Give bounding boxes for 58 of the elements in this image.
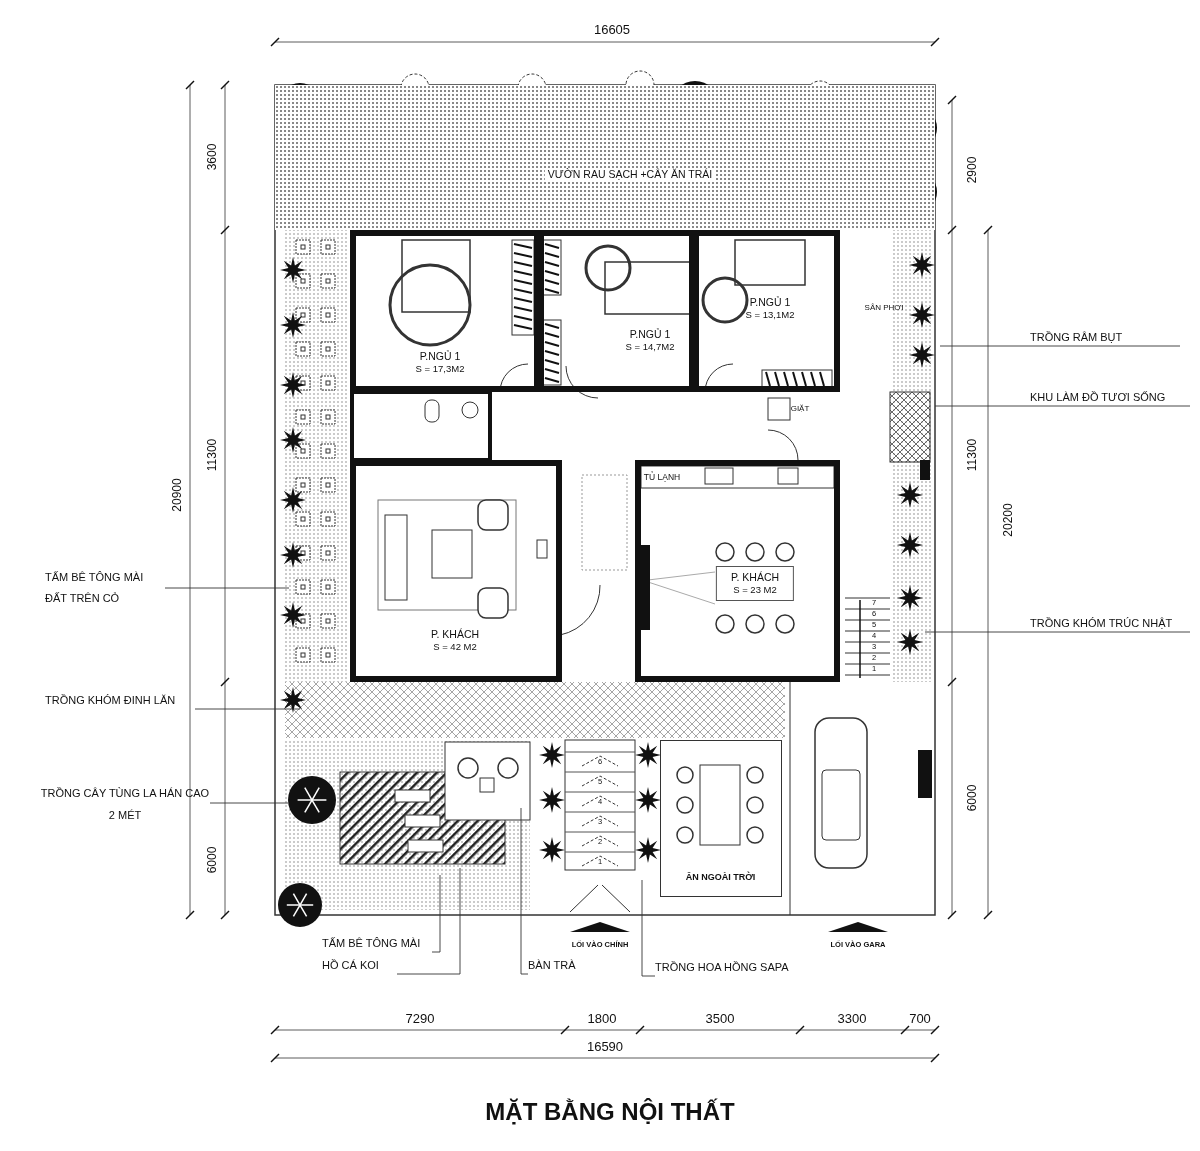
callout-text: HỒ CÁ KOI [322, 958, 380, 973]
callout-text: TẤM BÊ TÔNG MÀI [322, 936, 422, 951]
dimension-text: 11300 [204, 438, 220, 472]
room-name: P. KHÁCH [430, 628, 480, 642]
area-name: GIẶT [790, 404, 810, 414]
dimension-text: 16590 [586, 1038, 624, 1056]
dimension-text: 20900 [169, 478, 185, 512]
leader-line [939, 345, 1181, 347]
room-outline [635, 460, 840, 682]
dimension-text: 16605 [593, 21, 631, 39]
dimension-text: 20200 [1000, 503, 1016, 537]
leader-line [924, 631, 1191, 633]
leader-line [164, 587, 290, 589]
dimension-text: 6000 [204, 846, 220, 874]
dimension-text: 6000 [964, 784, 980, 812]
leader-line [194, 708, 301, 710]
area-name: VƯỜN RAU SẠCH +CÂY ĂN TRÁI [544, 168, 716, 182]
room-area: S = 23 M2 [730, 584, 780, 596]
callout-text: TRỒNG KHÓM TRÚC NHẬT [1030, 616, 1174, 631]
appliance-label: TỦ LẠNH [643, 471, 681, 483]
callout-text: TRỒNG HOA HỒNG SAPA [655, 960, 790, 975]
leader-line [641, 879, 656, 977]
area-name: ĂN NGOÀI TRỜI [685, 871, 756, 883]
callout-text: TẤM BÊ TÔNG MÀI ĐẤT TRÊN CỎ [45, 570, 145, 606]
plan-title: MẶT BẰNG NỘI THẤT [485, 1097, 735, 1127]
dimension-text: 2900 [964, 156, 980, 184]
room-outline [538, 230, 695, 392]
area-name: SÂN PHƠI [864, 303, 904, 313]
room-name: P.NGỦ 1 [628, 328, 672, 342]
dimension-text: 3300 [837, 1010, 867, 1028]
dimension-text: 7290 [405, 1010, 435, 1028]
room-area: S = 17,3M2 [415, 363, 465, 375]
room-area: S = 14,7M2 [625, 341, 675, 353]
room-name: P.NGỦ 1 [418, 350, 462, 364]
room-name: P. KHÁCH [730, 571, 780, 585]
callout-text: TRỒNG KHÓM ĐINH LĂN [45, 693, 177, 708]
leader-line [431, 874, 441, 953]
dimension-text: 3600 [204, 143, 220, 171]
callout-text: KHU LÀM ĐỒ TƯƠI SỐNG [1030, 390, 1167, 405]
dimension-text: 1800 [587, 1010, 617, 1028]
room-name: P.NGỦ 1 [748, 296, 792, 310]
garden-area [275, 85, 935, 230]
room-area: S = 13,1M2 [745, 309, 795, 321]
dimension-text: 700 [909, 1010, 931, 1028]
room-outline [350, 230, 540, 392]
callout-text: TRỒNG CÂY TÙNG LA HÁN CAO 2 MÉT [40, 786, 210, 823]
leader-line [396, 867, 461, 975]
dimension-text: 3500 [705, 1010, 735, 1028]
dimension-text: 11300 [964, 438, 980, 472]
room-area: S = 42 M2 [430, 641, 480, 653]
leader-line [520, 807, 529, 975]
leader-line [934, 405, 1191, 407]
room-outline [350, 460, 562, 682]
dining-area-outline [660, 740, 782, 897]
room-outline [693, 230, 840, 392]
callout-text: BÀN TRÀ [528, 958, 577, 973]
callout-text: TRỒNG RÂM BỤT [1030, 330, 1124, 345]
leader-line [209, 802, 289, 804]
